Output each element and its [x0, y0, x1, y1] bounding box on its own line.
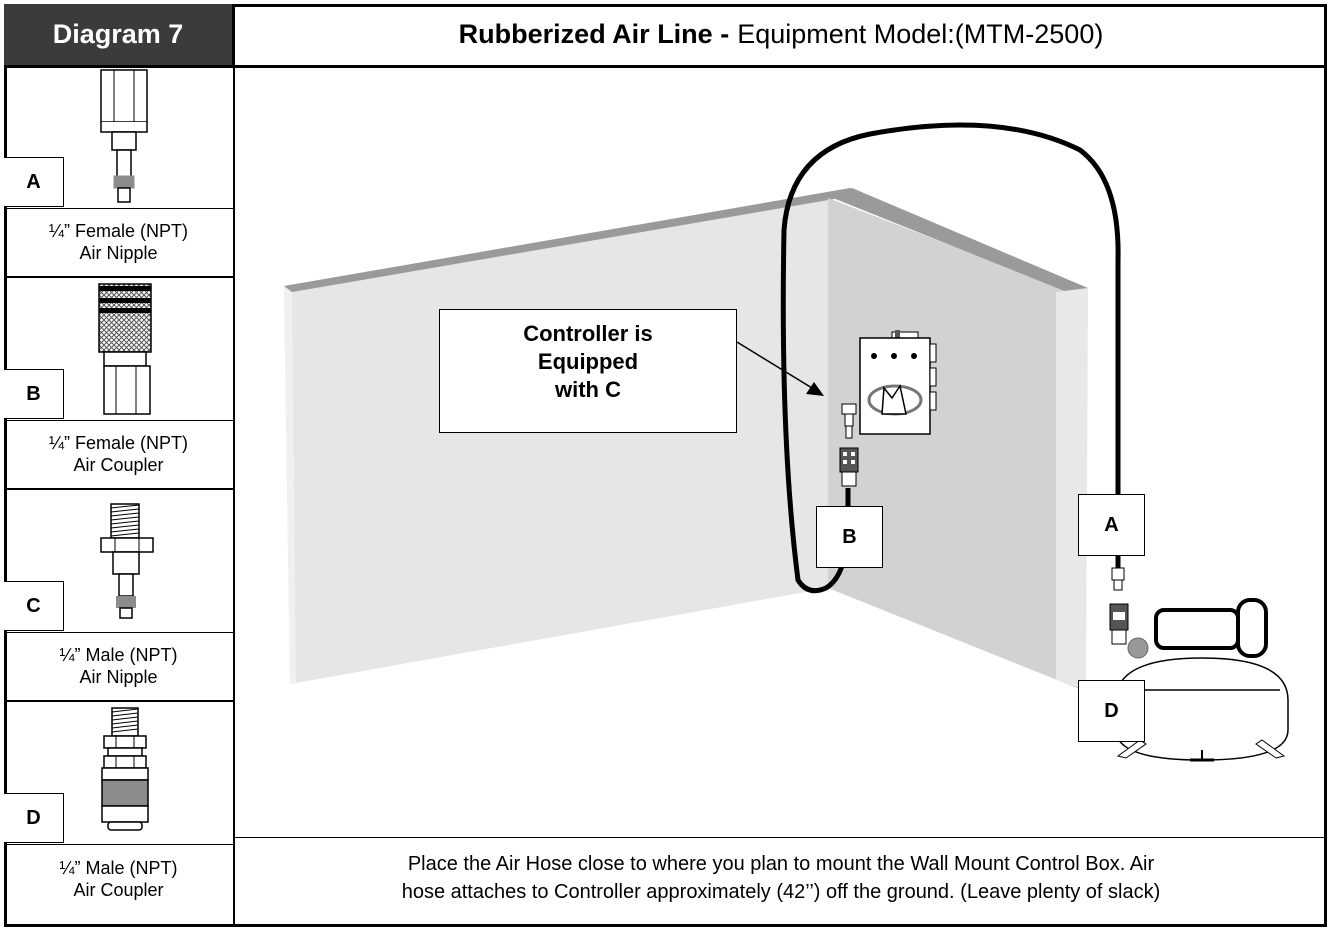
part-d-letter: D [4, 793, 64, 843]
controller-callout: Controller is Equipped with C [439, 309, 737, 433]
title-model: Equipment Model:(MTM-2500) [737, 19, 1104, 49]
left-wall-edge [284, 286, 296, 684]
diagram-frame [4, 4, 1327, 927]
air-hose [780, 122, 1121, 594]
diagram-title: Rubberized Air Line - Equipment Model:(M… [235, 4, 1327, 68]
title-bold: Rubberized Air Line - [458, 19, 730, 49]
female-air-nipple-icon [4, 69, 233, 209]
left-wall [284, 196, 828, 684]
right-wall [828, 198, 1082, 690]
compressor-fitting-a [1109, 567, 1129, 645]
scene-label-b: B [816, 506, 883, 568]
callout-line2: Equipped [537, 349, 639, 374]
part-d-line2: Air Coupler [73, 880, 164, 900]
part-a-line2: Air Nipple [79, 243, 158, 263]
part-a-letter: A [4, 157, 64, 207]
part-c-letter: C [4, 581, 64, 631]
part-a-caption: ¼” Female (NPT) Air Nipple [4, 208, 233, 278]
male-air-coupler-icon [4, 707, 233, 845]
part-b-line2: Air Coupler [73, 455, 164, 475]
controller-fitting-c [841, 403, 857, 439]
air-compressor [1115, 598, 1289, 762]
instructions-line1: Place the Air Hose close to where you pl… [407, 853, 1155, 875]
part-c-line1: ¼” Male (NPT) [59, 645, 178, 665]
callout-pointer [736, 341, 813, 389]
part-b-line1: ¼” Female (NPT) [48, 433, 189, 453]
left-wall-top [284, 188, 852, 292]
parts-sidebar: A ¼” Female (NPT) Air Nipple B ¼” [4, 68, 235, 927]
part-d-caption: ¼” Male (NPT) Air Coupler [4, 844, 233, 914]
part-b-caption: ¼” Female (NPT) Air Coupler [4, 420, 233, 490]
part-a-line1: ¼” Female (NPT) [48, 221, 189, 241]
female-air-coupler-icon [4, 283, 233, 421]
instructions-line2: hose attaches to Controller approximatel… [401, 881, 1161, 903]
part-c-line2: Air Nipple [79, 667, 158, 687]
controller-box [859, 330, 937, 435]
part-c-caption: ¼” Male (NPT) Air Nipple [4, 632, 233, 702]
callout-line1: Controller is [523, 321, 653, 346]
callout-line3: with C [555, 377, 621, 402]
right-wall-top [828, 188, 1088, 298]
scene-label-d: D [1078, 680, 1145, 742]
right-wall-edge [1056, 288, 1088, 690]
hose-coupler-b [839, 447, 859, 487]
instructions-footer: Place the Air Hose close to where you pl… [235, 837, 1327, 927]
part-b-letter: B [4, 369, 64, 419]
male-air-nipple-icon [4, 503, 233, 633]
callout-arrowhead [806, 382, 824, 396]
scene-label-a: A [1078, 494, 1145, 556]
diagram-number: Diagram 7 [4, 4, 235, 68]
part-d-line1: ¼” Male (NPT) [59, 858, 178, 878]
installation-illustration [284, 122, 1289, 762]
